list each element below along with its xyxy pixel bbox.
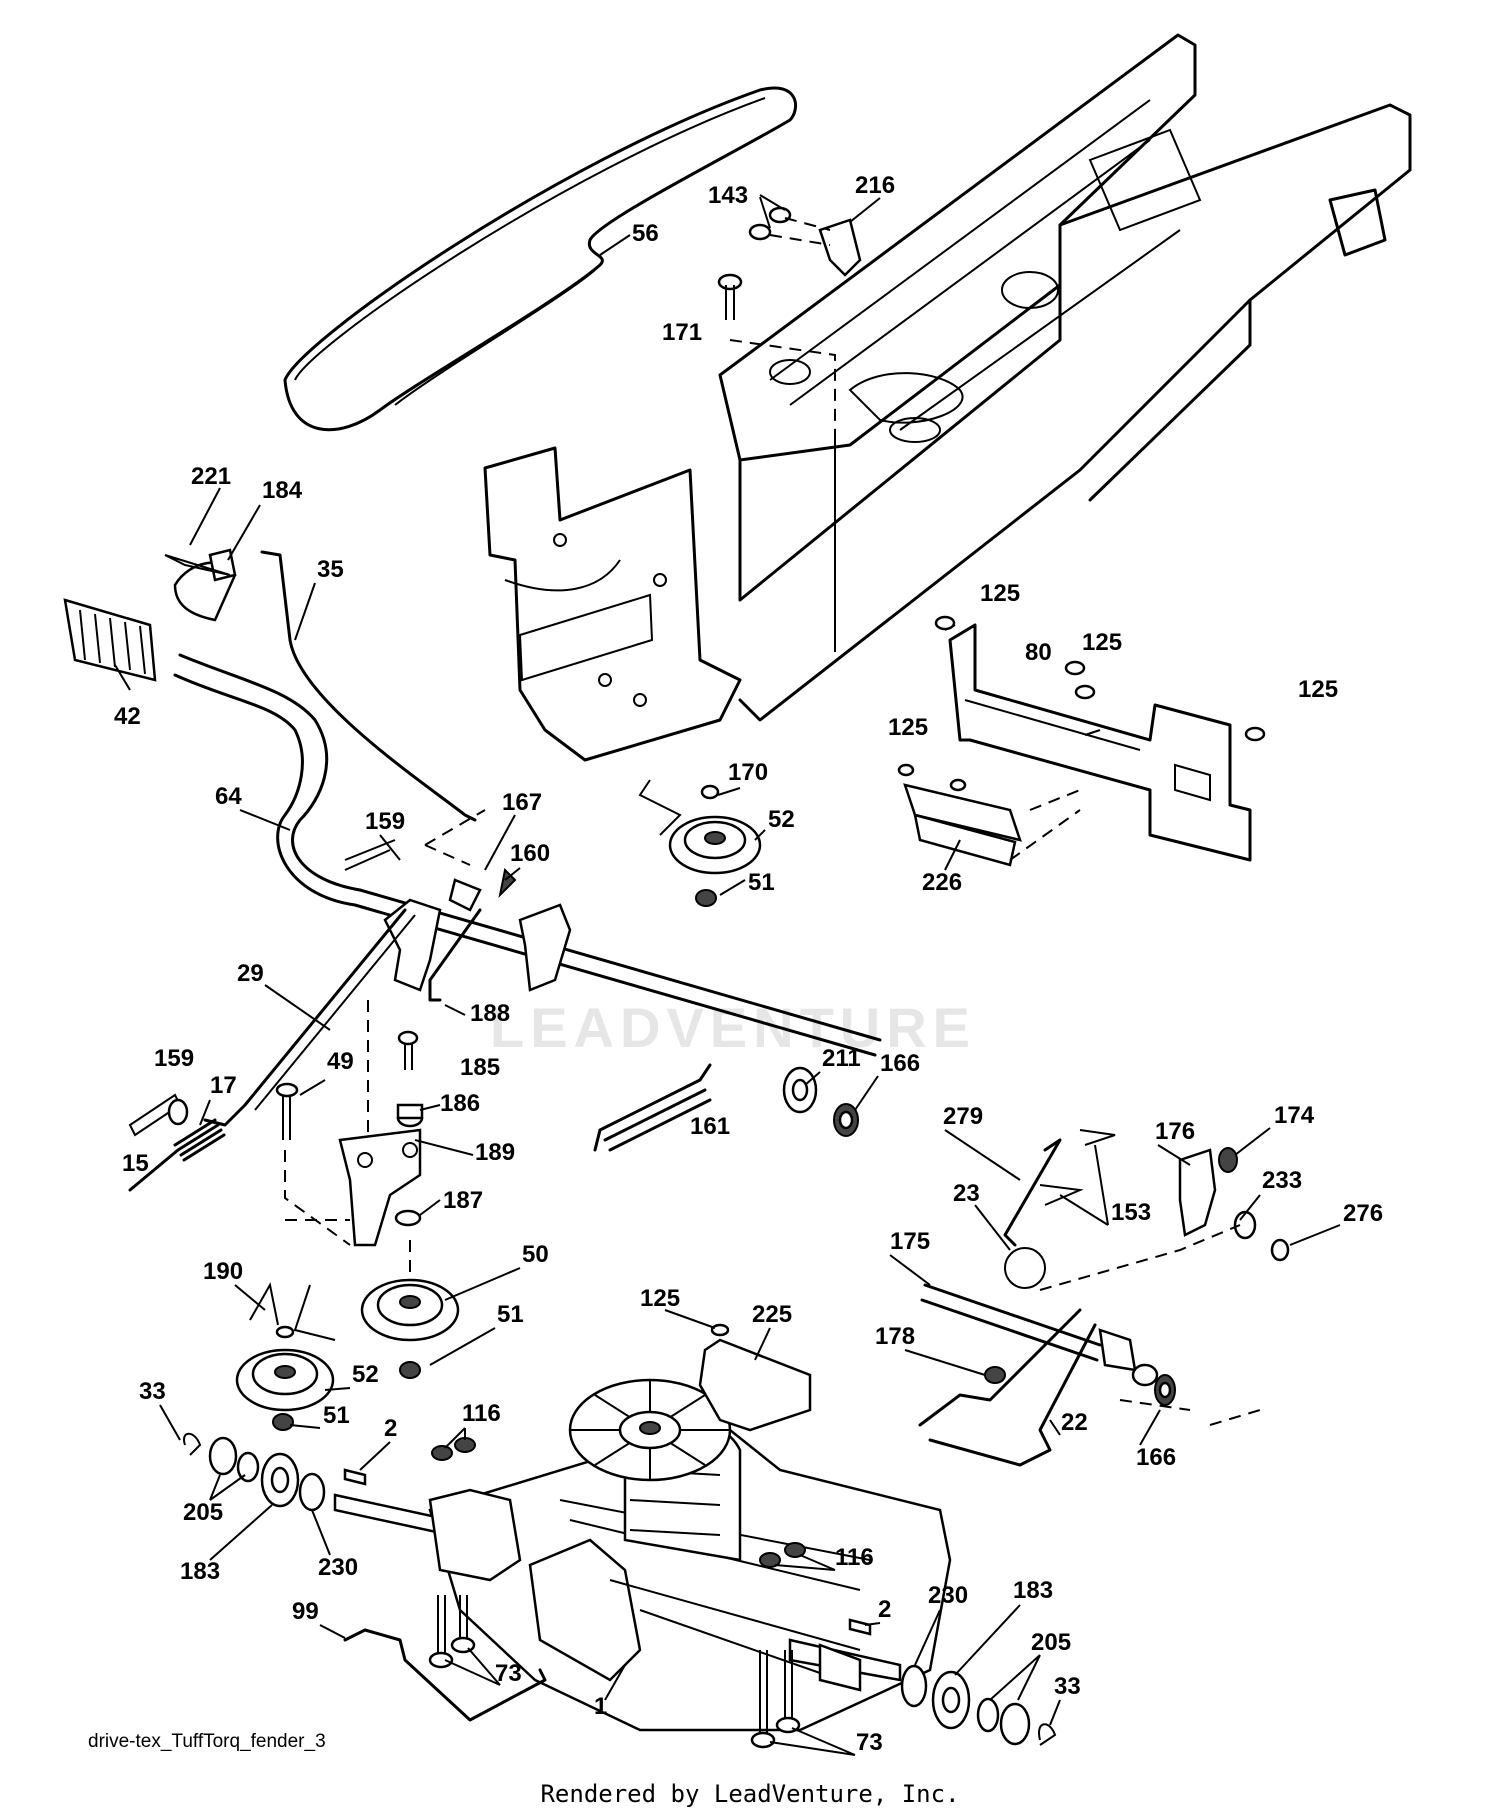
label-125-a: 125 <box>980 580 1020 607</box>
idler-pulley-50 <box>360 1278 460 1379</box>
label-188: 188 <box>470 1000 510 1027</box>
label-205-a: 205 <box>183 1499 223 1526</box>
label-116-b: 116 <box>835 1544 874 1571</box>
label-17: 17 <box>210 1072 237 1099</box>
washer <box>167 1098 189 1126</box>
label-167: 167 <box>502 789 542 816</box>
label-22: 22 <box>1061 1409 1088 1436</box>
footer-credit: Rendered by LeadVenture, Inc. <box>540 1780 960 1808</box>
label-1: 1 <box>594 1693 607 1720</box>
label-190: 190 <box>203 1258 243 1285</box>
label-233: 233 <box>1262 1167 1302 1194</box>
label-42: 42 <box>114 703 141 730</box>
label-183-b: 183 <box>1013 1577 1053 1604</box>
label-166-b: 166 <box>1136 1444 1176 1471</box>
bypass-rod <box>343 1628 547 1722</box>
idler-pulley-52-lower <box>235 1282 336 1431</box>
label-230-a: 230 <box>318 1554 358 1581</box>
label-125-b: 125 <box>1082 629 1122 656</box>
link-rod <box>203 908 407 1127</box>
label-225: 225 <box>752 1301 792 1328</box>
frame-assembly <box>483 33 1412 762</box>
mounting-bracket <box>897 615 1266 867</box>
idler-pulley-52-top <box>638 779 762 907</box>
label-116-a: 116 <box>462 1400 501 1427</box>
label-159-b: 159 <box>154 1045 194 1072</box>
label-276: 276 <box>1343 1200 1383 1227</box>
label-35: 35 <box>317 556 344 583</box>
label-56: 56 <box>632 220 659 247</box>
label-211: 211 <box>822 1045 861 1072</box>
label-125-d: 125 <box>888 714 928 741</box>
label-125-c: 125 <box>1298 676 1338 703</box>
label-183-a: 183 <box>180 1558 220 1585</box>
drive-belt <box>283 86 797 432</box>
label-51-a: 51 <box>748 869 775 896</box>
label-205-b: 205 <box>1031 1629 1071 1656</box>
label-15: 15 <box>122 1150 149 1177</box>
diagram-caption: drive-tex_TuffTorq_fender_3 <box>88 1731 326 1752</box>
label-166-a: 166 <box>880 1050 920 1077</box>
label-125-e: 125 <box>640 1285 680 1312</box>
label-73-a: 73 <box>495 1660 522 1687</box>
label-216: 216 <box>855 172 895 199</box>
label-143: 143 <box>708 182 748 209</box>
watermark: LEADVENTURE <box>490 996 977 1059</box>
label-51-c: 51 <box>323 1402 350 1429</box>
label-33-b: 33 <box>1054 1673 1081 1700</box>
fender-bracket <box>698 1338 812 1432</box>
label-49: 49 <box>327 1048 354 1075</box>
label-171: 171 <box>662 319 702 346</box>
label-159-a: 159 <box>365 808 405 835</box>
label-176: 176 <box>1155 1118 1195 1145</box>
label-64: 64 <box>215 783 242 810</box>
label-99: 99 <box>292 1598 319 1625</box>
hairpin-clip <box>164 554 231 576</box>
spring <box>128 1118 226 1192</box>
label-33-a: 33 <box>139 1378 166 1405</box>
leader-lines <box>114 194 1341 1756</box>
label-52-a: 52 <box>768 806 795 833</box>
label-230-b: 230 <box>928 1582 968 1609</box>
label-2-b: 2 <box>878 1596 891 1623</box>
label-52-b: 52 <box>352 1361 379 1388</box>
label-189: 189 <box>475 1139 515 1166</box>
label-184: 184 <box>262 477 303 504</box>
idler-bracket <box>275 1000 424 1300</box>
label-153: 153 <box>1111 1199 1151 1226</box>
pedal-shaft <box>63 598 882 1137</box>
label-174: 174 <box>1274 1102 1315 1129</box>
tension-spring <box>593 1063 712 1152</box>
label-51-b: 51 <box>497 1301 524 1328</box>
label-187: 187 <box>443 1187 483 1214</box>
control-rod <box>260 550 477 822</box>
label-50: 50 <box>522 1241 549 1268</box>
label-80: 80 <box>1025 639 1052 666</box>
parking-brake-assembly <box>918 1129 1290 1467</box>
label-2-a: 2 <box>384 1415 397 1442</box>
label-160: 160 <box>510 840 550 867</box>
label-170: 170 <box>728 759 768 786</box>
label-175: 175 <box>890 1228 930 1255</box>
label-73-b: 73 <box>856 1729 883 1756</box>
label-161: 161 <box>690 1113 730 1140</box>
label-221: 221 <box>191 463 231 490</box>
lever-assembly <box>344 809 572 1002</box>
label-185: 185 <box>460 1054 500 1081</box>
part-labels: 143 216 56 171 221 184 35 42 125 80 125 … <box>114 172 1383 1756</box>
label-23: 23 <box>953 1180 980 1207</box>
transaxle <box>183 1378 1057 1749</box>
label-186: 186 <box>440 1090 480 1117</box>
label-226: 226 <box>922 869 962 896</box>
cooling-fan <box>568 1378 732 1482</box>
label-279: 279 <box>943 1103 983 1130</box>
label-178: 178 <box>875 1323 915 1350</box>
label-29: 29 <box>237 960 264 987</box>
